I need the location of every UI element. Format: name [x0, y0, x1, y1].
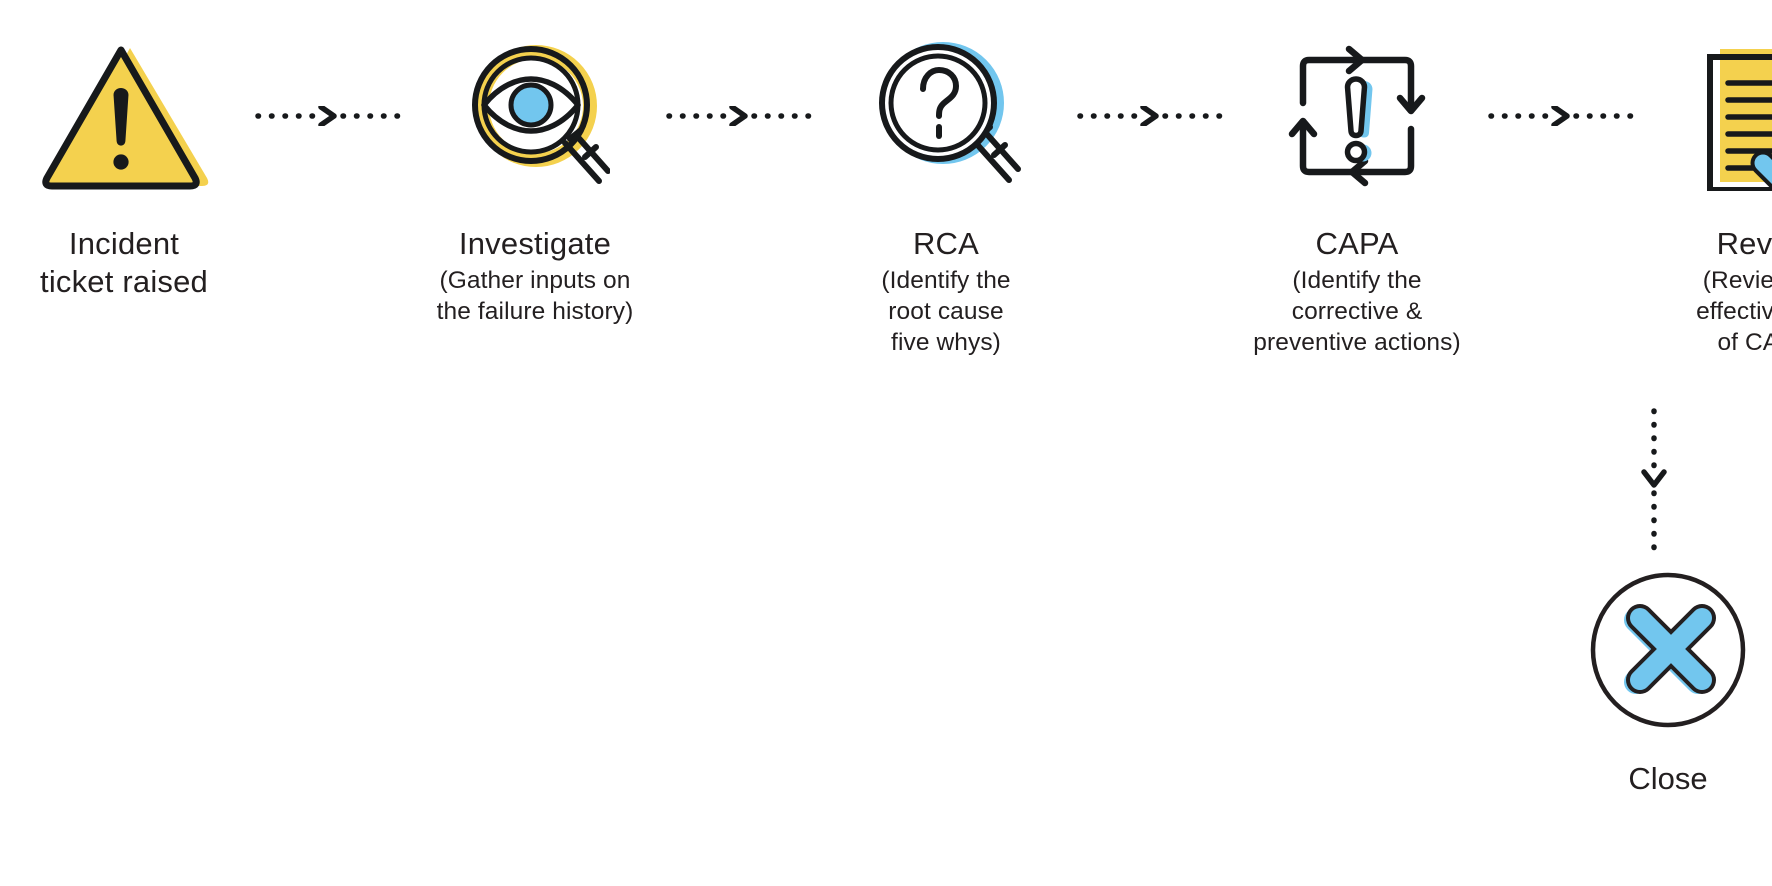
process-step-review[interactable]: Review (Review the effectiveness of CAPA…	[1644, 28, 1772, 358]
connector-arrow-2	[659, 28, 822, 203]
process-step-investigate-title: Investigate	[458, 226, 612, 261]
process-step-incident-title: Incident	[68, 226, 180, 261]
process-step-capa-subtitle: (Identify the corrective & preventive ac…	[1222, 265, 1492, 358]
process-step-investigate-subtitle: (Gather inputs on the failure history)	[400, 265, 670, 327]
process-step-capa-labels: CAPA (Identify the corrective & preventi…	[1222, 225, 1492, 358]
process-step-review-labels: Review (Review the effectiveness of CAPA…	[1633, 225, 1772, 358]
process-step-close[interactable]: Close	[1578, 570, 1758, 798]
process-step-close-label: Close	[1628, 761, 1708, 796]
cycle-exclamation-icon	[1257, 28, 1457, 203]
process-step-investigate[interactable]: Investigate (Gather inputs on the failur…	[411, 28, 659, 327]
process-step-rca-title: RCA	[912, 226, 980, 261]
subtitle-line: preventive actions)	[1253, 329, 1461, 356]
subtitle-line: five whys)	[891, 329, 1001, 356]
subtitle-line: effectiveness	[1696, 298, 1772, 325]
process-step-review-subtitle: (Review the effectiveness of CAPA)	[1633, 265, 1772, 358]
process-step-review-title: Review	[1716, 226, 1772, 261]
document-check-icon	[1668, 28, 1772, 203]
connector-arrow-3	[1070, 28, 1233, 203]
subtitle-line: (Review the	[1702, 267, 1772, 294]
subtitle-line: (Identify the	[881, 267, 1011, 294]
process-step-capa-title: CAPA	[1315, 226, 1399, 261]
process-step-incident-title-line2: ticket raised	[40, 264, 208, 299]
subtitle-line: (Gather inputs on	[439, 267, 631, 294]
connector-arrow-4	[1481, 28, 1644, 203]
process-flow-row: Incident ticket raised	[0, 28, 1772, 358]
subtitle-line: of CAPA)	[1717, 329, 1772, 356]
process-step-rca-subtitle: (Identify the root cause five whys)	[811, 265, 1081, 358]
magnifier-question-icon	[846, 28, 1046, 203]
connector-arrow-1	[248, 28, 411, 203]
process-step-incident[interactable]: Incident ticket raised	[0, 28, 248, 301]
warning-triangle-icon	[24, 28, 224, 203]
process-step-incident-labels: Incident ticket raised	[0, 225, 259, 301]
subtitle-line: (Identify the	[1292, 267, 1422, 294]
circle-x-icon	[1588, 570, 1748, 735]
process-step-capa[interactable]: CAPA (Identify the corrective & preventi…	[1233, 28, 1481, 358]
process-step-rca[interactable]: RCA (Identify the root cause five whys)	[822, 28, 1070, 358]
magnifier-eye-icon	[435, 28, 635, 203]
process-step-rca-labels: RCA (Identify the root cause five whys)	[811, 225, 1081, 358]
subtitle-line: the failure history)	[436, 298, 634, 325]
connector-arrow-vertical	[1634, 408, 1674, 558]
process-step-investigate-labels: Investigate (Gather inputs on the failur…	[400, 225, 670, 327]
subtitle-line: corrective &	[1291, 298, 1423, 325]
subtitle-line: root cause	[888, 298, 1004, 325]
